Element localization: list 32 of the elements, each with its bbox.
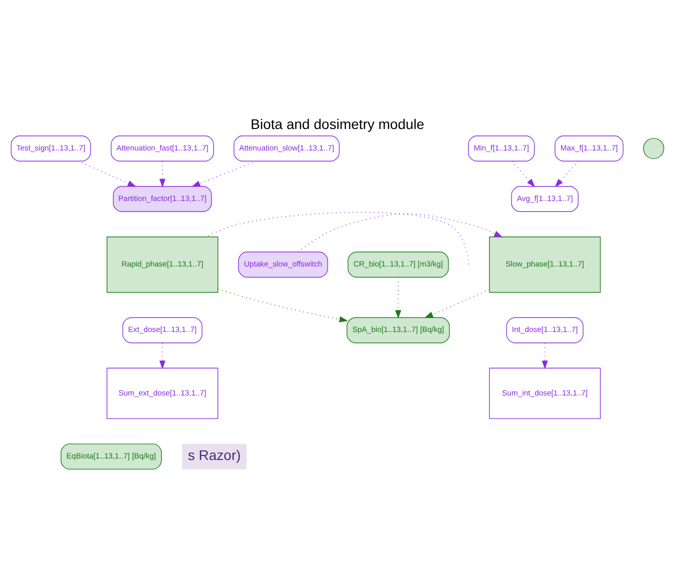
arrow bbox=[395, 276, 402, 318]
node-box: Rapid_phase[1..13,1..7] bbox=[106, 236, 218, 292]
arrow bbox=[298, 212, 503, 252]
arrow bbox=[159, 160, 166, 188]
node-box: Avg_f[1..13,1..7] bbox=[511, 186, 579, 212]
node-box: SpA_bio[1..13,1..7] [Bq/kg] bbox=[346, 316, 450, 343]
arrow bbox=[192, 160, 257, 186]
node-box: Sum_ext_dose[1..13,1..7] bbox=[106, 367, 218, 419]
node-box: Uptake_slow_offswitch bbox=[238, 251, 328, 278]
diagram-title: Biota and dosimetry module bbox=[250, 115, 424, 132]
arrow bbox=[78, 160, 136, 186]
arrow bbox=[512, 160, 536, 187]
node-box: Int_dose[1..13,1..7] bbox=[506, 316, 584, 343]
connector bbox=[206, 211, 470, 264]
node-box: EqBiota[1..13,1..7] [Bq/kg] bbox=[60, 443, 162, 470]
node-box: CR_bio[1..13,1..7] [m3/kg] bbox=[348, 251, 449, 278]
arrow bbox=[218, 288, 348, 322]
node-box: Sum_int_dose[1..13,1..7] bbox=[489, 367, 601, 419]
node-box: Attenuation_slow[1..13,1..7] bbox=[234, 135, 340, 161]
node-box: Partition_factor[1..13,1..7] bbox=[112, 186, 212, 212]
node-box: Attenuation_fast[1..13,1..7] bbox=[110, 135, 214, 161]
arrow bbox=[424, 288, 490, 318]
label: s Razor) bbox=[188, 446, 241, 463]
arrow bbox=[542, 342, 548, 369]
arrow bbox=[554, 160, 579, 187]
node-circle bbox=[643, 137, 664, 159]
node-box: Test_sign[1..13,1..7] bbox=[10, 135, 91, 161]
node-box: Ext_dose[1..13,1..7] bbox=[122, 316, 202, 343]
node-box: Slow_phase[1..13,1..7] bbox=[489, 236, 601, 292]
node-box: Min_f[1..13,1..7] bbox=[468, 135, 535, 161]
arrow bbox=[159, 342, 166, 369]
node-box: Max_f[1..13,1..7] bbox=[554, 135, 624, 161]
